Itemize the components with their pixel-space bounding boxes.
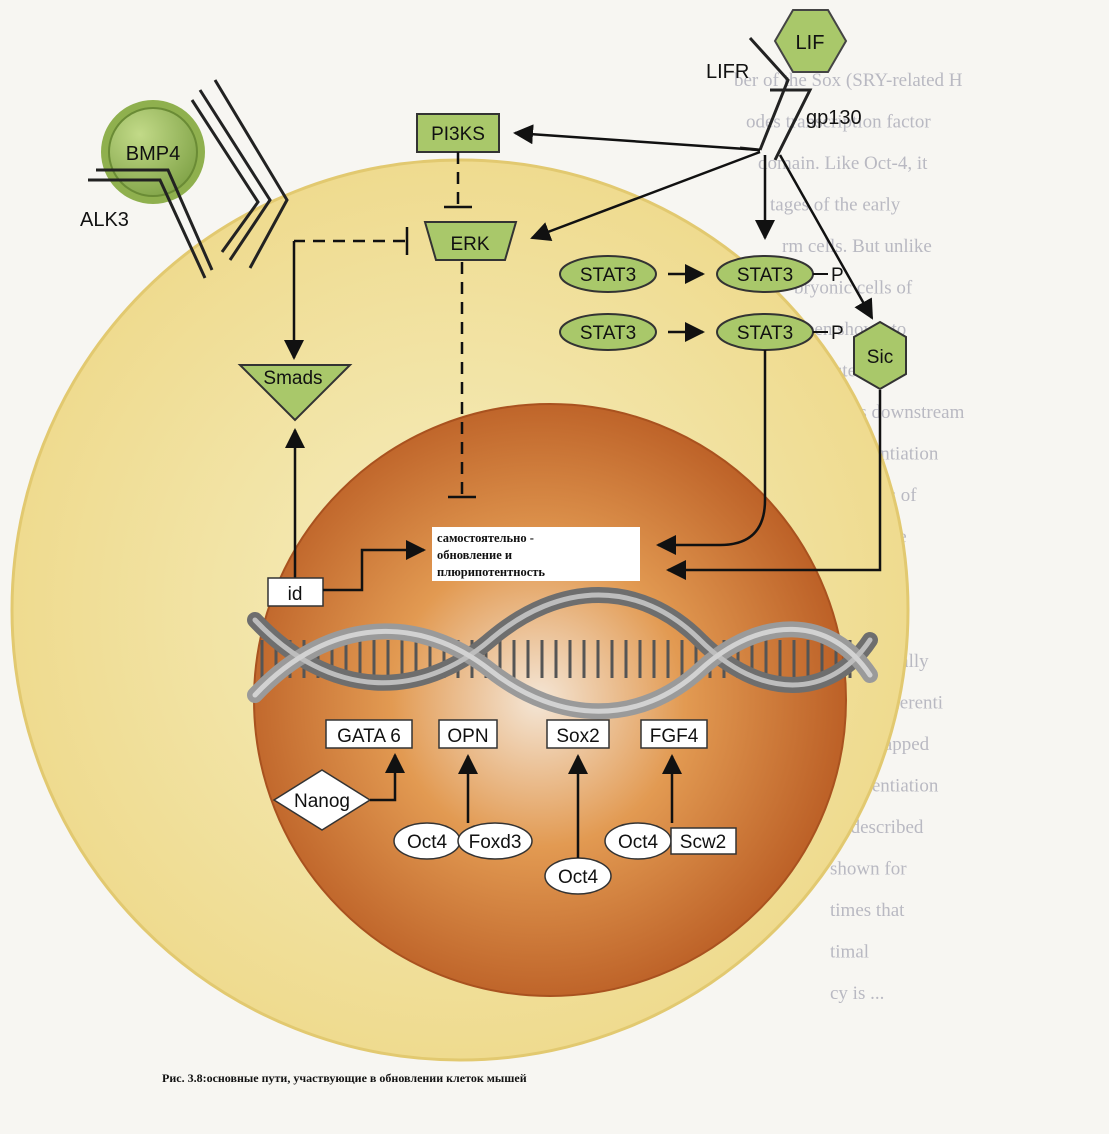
stat3-p-label: STAT3 [737,323,793,344]
phospho-label: P [831,265,844,286]
svg-text:Oct4: Oct4 [407,832,448,853]
outcome-line-3: плюрипотентность [437,565,545,579]
bmp4-label: BMP4 [126,143,180,165]
figure-caption: Рис. 3.8:основные пути, участвующие в об… [162,1071,527,1085]
background-text-line: domain. Like Oct-4, it [758,153,928,174]
svg-text:Oct4: Oct4 [618,832,659,853]
stat3-row-2: STAT3 STAT3 P [559,313,844,351]
lifr-label: LIFR [706,61,749,83]
background-text-line: tages of the early [770,195,901,216]
sic-to-nucleus-arrow [666,390,882,580]
oct4-sox2-regulator: Oct4 [544,754,612,895]
oct4-foxd3-regulator: Oct4 Foxd3 [393,754,533,860]
pi3ks-inhibits-erk [444,152,472,209]
alk3-label: ALK3 [80,209,129,231]
sic-box [853,320,907,391]
lif-ligand [773,9,848,73]
background-text-line: cy is ... [830,983,884,1004]
gene-sox2: Sox2 [546,719,610,749]
outcome-line-2: обновление и [437,548,512,562]
pi3ks-label: PI3KS [431,124,485,145]
stat3-p-label: STAT3 [737,265,793,286]
smads-label: Smads [263,368,322,389]
erk-box [423,221,518,261]
background-text-line: times that [830,900,905,921]
svg-text:Sox2: Sox2 [556,726,599,747]
smads-box [237,364,353,422]
stat3-row-1: STAT3 STAT3 P [559,255,844,293]
phospho-label: P [831,323,844,344]
stat3-label: STAT3 [580,265,636,286]
oct4-scw2-regulator: Oct4 Scw2 [604,754,737,860]
svg-text:Scw2: Scw2 [680,832,726,853]
erk-inhibits-renewal [448,262,476,499]
outcome-box [432,527,640,581]
lif-label: LIF [796,32,825,54]
svg-text:FGF4: FGF4 [650,726,699,747]
gene-gata6: GATA 6 [325,719,413,749]
arrow-to-sic [778,154,874,320]
svg-text:Foxd3: Foxd3 [469,832,522,853]
outcome-line-1: самостоятельно - [437,531,534,545]
background-text-line: bryonic cells of [794,278,913,299]
svg-text:Oct4: Oct4 [558,867,599,888]
gene-opn: OPN [438,719,498,749]
arrow-to-erk [530,150,761,242]
background-text-line: rm cells. But unlike [782,236,932,257]
lif-signal-arrows [513,124,874,320]
stat3-label: STAT3 [580,323,636,344]
id-box [267,577,324,607]
stat3-to-nucleus-arrow [656,350,767,555]
background-text-line: shown for [830,859,907,880]
sic-label: Sic [867,347,893,368]
background-text-line: timal [830,942,869,963]
id-label: id [288,584,303,605]
svg-text:Nanog: Nanog [294,791,350,812]
id-to-outcome-arrow [323,540,426,592]
gene-fgf4: FGF4 [640,719,708,749]
background-text-line: ber of the Sox (SRY-related H [734,70,963,91]
gp130-label: gp130 [806,107,862,129]
alk3-receptor [88,79,289,279]
nanog-regulator: Nanog [272,753,405,831]
svg-text:OPN: OPN [447,726,488,747]
bmp4-ligand: BMP4 [101,100,205,204]
arrow-to-pi3ks [513,124,761,152]
erk-label: ERK [450,234,489,255]
dna-helix [247,587,878,720]
svg-text:GATA 6: GATA 6 [337,726,401,747]
erk-smads-link [284,227,409,360]
